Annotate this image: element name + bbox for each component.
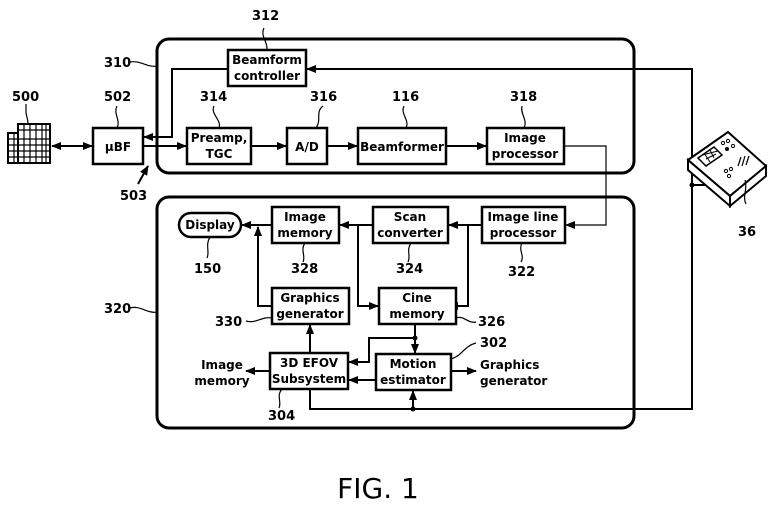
graphics-generator-line1: Graphics bbox=[280, 291, 339, 305]
control-panel-icon[interactable] bbox=[688, 132, 766, 206]
cine-memory-line1: Cine bbox=[402, 291, 432, 305]
out-graphics-line2: generator bbox=[480, 374, 547, 388]
graphics-generator-line2: generator bbox=[276, 307, 343, 321]
leader-326 bbox=[456, 317, 476, 322]
ref-503: 503 bbox=[120, 189, 147, 204]
beamformer-label: Beamformer bbox=[360, 140, 444, 154]
efov-line2: Subsystem bbox=[272, 372, 346, 386]
leader-318 bbox=[522, 106, 525, 128]
ref-320: 320 bbox=[104, 302, 131, 317]
leader-503 bbox=[138, 166, 148, 184]
ref-324: 324 bbox=[396, 262, 423, 277]
image-processor-line1: Image bbox=[504, 131, 546, 145]
leader-310 bbox=[130, 62, 157, 67]
ref-322: 322 bbox=[508, 265, 535, 280]
out-image-memory-line1: Image bbox=[201, 358, 243, 372]
image-line-processor-line2: processor bbox=[490, 226, 557, 240]
ref-36: 36 bbox=[738, 225, 756, 240]
figure-caption: FIG. 1 bbox=[337, 472, 419, 505]
ref-328: 328 bbox=[291, 262, 318, 277]
leader-150 bbox=[207, 237, 210, 258]
leader-314 bbox=[213, 106, 219, 128]
leader-328 bbox=[303, 243, 305, 262]
beamform-controller-line2: controller bbox=[234, 69, 300, 83]
motion-estimator-line2: estimator bbox=[380, 373, 446, 387]
ref-116: 116 bbox=[392, 90, 419, 105]
motion-estimator-line1: Motion bbox=[390, 357, 437, 371]
ref-500: 500 bbox=[12, 90, 39, 105]
ref-314: 314 bbox=[200, 90, 227, 105]
image-memory-line1: Image bbox=[284, 210, 326, 224]
beamform-controller-line1: Beamform bbox=[232, 53, 302, 67]
image-processor-line2: processor bbox=[492, 147, 559, 161]
transducer-array-icon bbox=[8, 124, 50, 163]
out-image-memory-line2: memory bbox=[194, 374, 249, 388]
leader-330 bbox=[246, 318, 272, 322]
leader-116 bbox=[403, 106, 407, 128]
leader-302 bbox=[451, 343, 476, 359]
ref-310: 310 bbox=[104, 56, 131, 71]
ref-318: 318 bbox=[510, 90, 537, 105]
out-graphics-line1: Graphics bbox=[480, 358, 539, 372]
scan-converter-line1: Scan bbox=[394, 210, 426, 224]
ref-316: 316 bbox=[310, 90, 337, 105]
efov-line1: 3D EFOV bbox=[280, 356, 339, 370]
ref-304: 304 bbox=[268, 409, 295, 424]
micro-beamformer-label: μBF bbox=[105, 140, 131, 154]
ref-302: 302 bbox=[480, 336, 507, 351]
leader-500 bbox=[26, 104, 28, 124]
leader-304 bbox=[279, 389, 282, 408]
image-line-processor-line1: Image line bbox=[488, 210, 559, 224]
leader-316 bbox=[316, 106, 323, 128]
display-label: Display bbox=[185, 218, 235, 232]
preamp-line1: Preamp, bbox=[191, 131, 248, 145]
processor-lineprocessor-arrow bbox=[564, 146, 606, 225]
ref-502: 502 bbox=[104, 90, 131, 105]
graphics-display-arrow bbox=[258, 227, 272, 306]
leader-502 bbox=[116, 106, 118, 128]
ref-150: 150 bbox=[194, 262, 221, 277]
ref-330: 330 bbox=[215, 315, 242, 330]
cine-memory-line2: memory bbox=[389, 307, 444, 321]
scan-converter-line2: converter bbox=[377, 226, 443, 240]
leader-320 bbox=[130, 307, 157, 312]
leader-322 bbox=[521, 243, 523, 262]
preamp-line2: TGC bbox=[206, 147, 233, 161]
image-memory-line2: memory bbox=[277, 226, 332, 240]
ref-326: 326 bbox=[478, 315, 505, 330]
ref-312: 312 bbox=[252, 9, 279, 24]
ad-converter-label: A/D bbox=[295, 140, 319, 154]
leader-324 bbox=[408, 243, 411, 262]
